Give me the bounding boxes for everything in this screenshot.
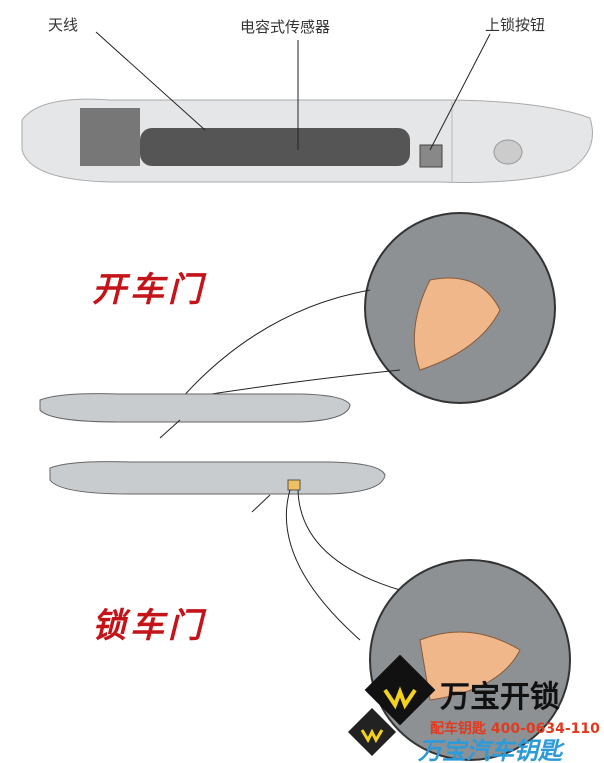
watermark-subtitle: 万宝汽车钥匙 — [418, 737, 562, 763]
leader-lines — [95, 31, 491, 151]
handle-open — [39, 393, 351, 439]
lock-door-title: 锁车门 — [92, 606, 206, 646]
watermark-logo — [347, 654, 436, 757]
door-handle-cutaway — [21, 98, 593, 183]
handle-lock — [49, 461, 401, 641]
antenna-label: 天线 — [48, 16, 79, 34]
capacitive-sensor-label: 电容式传感器 — [240, 18, 331, 36]
lock-button-label: 上锁按钮 — [485, 16, 546, 34]
watermark-brand: 万宝开锁 — [440, 680, 560, 715]
zoom-circle-lock — [369, 559, 571, 761]
open-door-title: 开车门 — [92, 270, 206, 310]
watermark-service: 配车钥匙 400-0634-110 — [430, 721, 600, 737]
zoom-circle-open — [179, 212, 556, 404]
